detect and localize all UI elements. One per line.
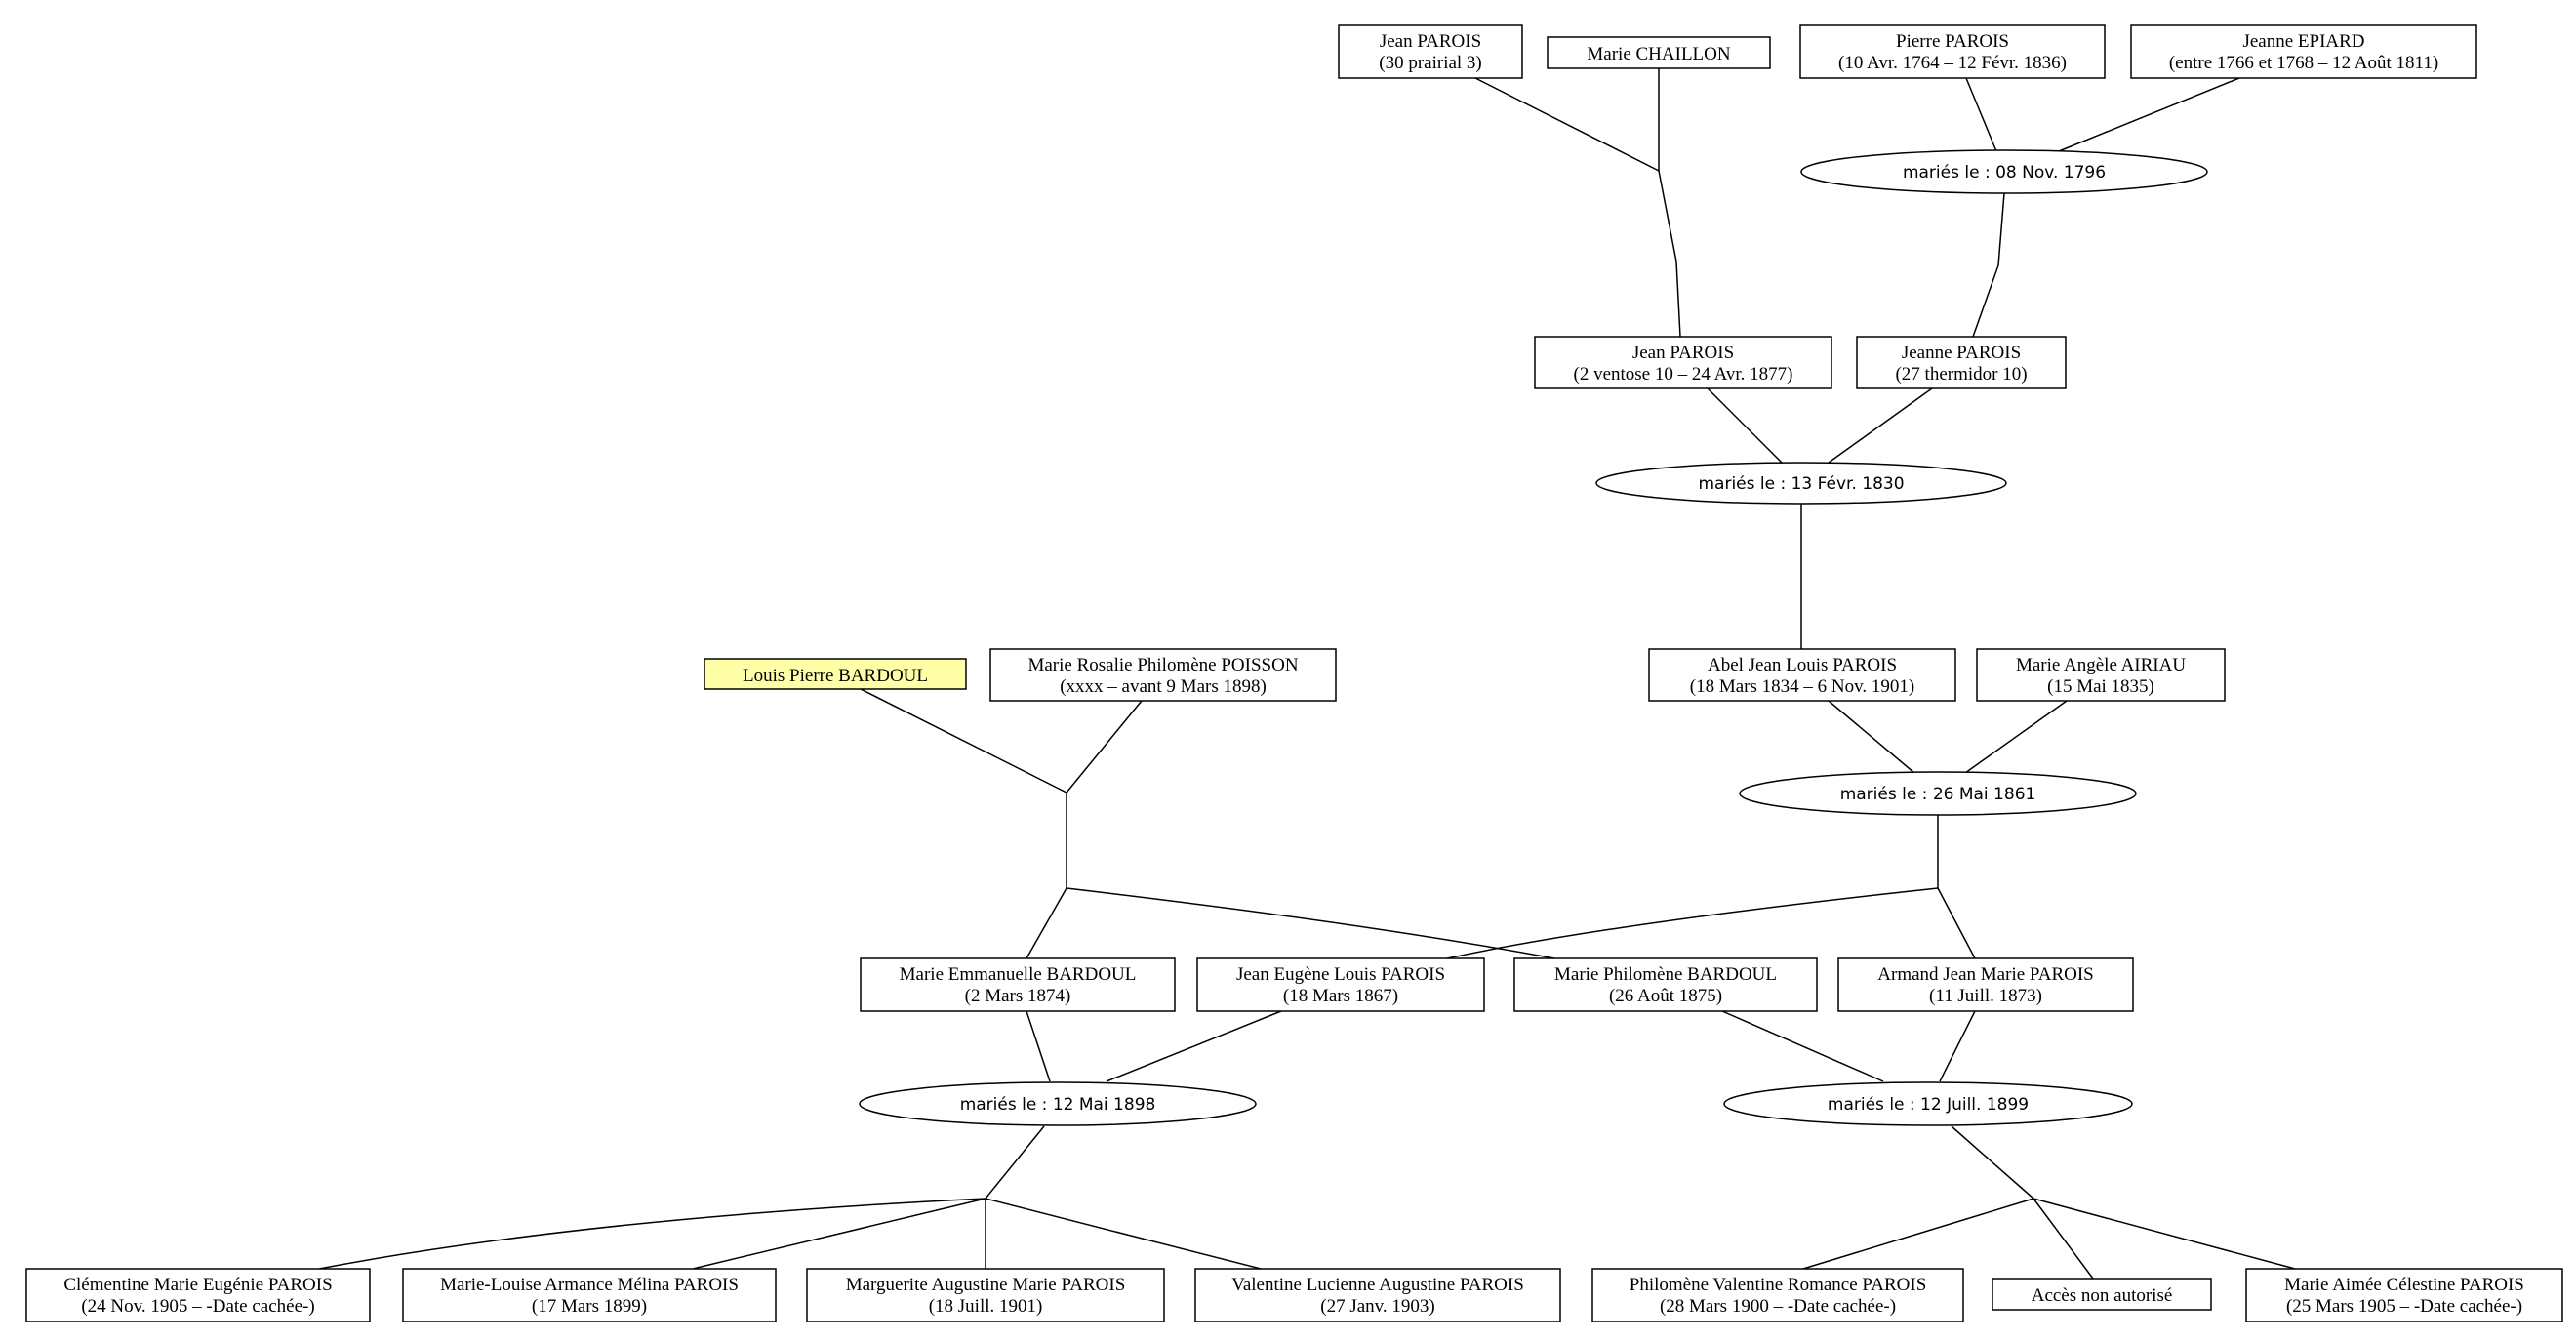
person-name: Jeanne PAROIS <box>1902 343 2021 363</box>
person-name: Marie Aimée Célestine PAROIS <box>2284 1275 2524 1295</box>
person-name: Armand Jean Marie PAROIS <box>1877 964 2093 985</box>
edge <box>985 1125 1045 1200</box>
marriage-node[interactable]: mariés le : 12 Juill. 1899 <box>1723 1081 2133 1126</box>
person-box[interactable]: Marie-Louise Armance Mélina PAROIS (17 M… <box>402 1268 777 1322</box>
person-name: Pierre PAROIS <box>1896 31 2009 52</box>
edge <box>1658 170 1681 338</box>
person-dates: (entre 1766 et 1768 – 12 Août 1811) <box>2169 53 2438 73</box>
person-box[interactable]: Jeanne PAROIS (27 thermidor 10) <box>1856 336 2067 389</box>
person-box[interactable]: Jean PAROIS (30 prairial 3) <box>1338 24 1523 79</box>
edge <box>2058 77 2240 152</box>
edge <box>1939 1010 1976 1082</box>
person-name: Accès non autorisé <box>2032 1285 2173 1306</box>
edge <box>692 1198 986 1270</box>
edge <box>1937 887 1976 959</box>
person-name: Marie Angèle AIRIAU <box>2016 655 2186 675</box>
person-dates: (26 Août 1875) <box>1609 986 1722 1006</box>
edge <box>860 688 1067 793</box>
person-box[interactable]: Philomène Valentine Romance PAROIS (28 M… <box>1591 1268 1964 1322</box>
person-name: Philomène Valentine Romance PAROIS <box>1630 1275 1927 1295</box>
marriage-label: mariés le : 08 Nov. 1796 <box>1903 163 2106 183</box>
marriage-label: mariés le : 12 Mai 1898 <box>960 1095 1156 1115</box>
person-name: Marie CHAILLON <box>1587 44 1730 64</box>
person-box[interactable]: Marie Rosalie Philomène POISSON (xxxx – … <box>989 648 1337 702</box>
edge <box>1106 1010 1282 1082</box>
tree-edges <box>318 68 2296 1280</box>
person-box[interactable]: Valentine Lucienne Augustine PAROIS (27 … <box>1194 1268 1561 1322</box>
person-name: Jeanne EPIARD <box>2242 31 2364 52</box>
edge <box>1446 887 1939 959</box>
person-dates: (10 Avr. 1764 – 12 Févr. 1836) <box>1838 53 2067 73</box>
person-dates: (17 Mars 1899) <box>532 1296 647 1317</box>
person-box[interactable]: Jeanne EPIARD (entre 1766 et 1768 – 12 A… <box>2130 24 2477 79</box>
person-dates: (15 Mai 1835) <box>2047 676 2154 697</box>
person-dates: (24 Nov. 1905 – -Date cachée-) <box>81 1296 314 1317</box>
person-name: Marguerite Augustine Marie PAROIS <box>846 1275 1126 1295</box>
person-box[interactable]: Jean PAROIS (2 ventose 10 – 24 Avr. 1877… <box>1534 336 1832 389</box>
person-name: Jean PAROIS <box>1632 343 1734 363</box>
edge <box>1965 77 1997 152</box>
edge <box>1066 887 1555 959</box>
edge <box>1828 387 1933 464</box>
person-dates: (25 Mars 1905 – -Date cachée-) <box>2286 1296 2522 1317</box>
person-dates: (18 Juill. 1901) <box>929 1296 1043 1317</box>
marriage-node[interactable]: mariés le : 12 Mai 1898 <box>859 1081 1257 1126</box>
person-box[interactable]: Armand Jean Marie PAROIS (11 Juill. 1873… <box>1837 957 2134 1012</box>
edge <box>318 1198 986 1270</box>
person-box[interactable]: Marie Philomène BARDOUL (26 Août 1875) <box>1513 957 1818 1012</box>
marriage-node[interactable]: mariés le : 26 Mai 1861 <box>1739 771 2137 816</box>
person-box[interactable]: Marguerite Augustine Marie PAROIS (18 Ju… <box>806 1268 1165 1322</box>
edge <box>1721 1010 1884 1082</box>
person-dates: (2 Mars 1874) <box>965 986 1071 1006</box>
person-dates: (18 Mars 1867) <box>1283 986 1398 1006</box>
marriage-label: mariés le : 13 Févr. 1830 <box>1698 474 1904 494</box>
person-dates: (27 thermidor 10) <box>1895 364 2027 385</box>
edge <box>1026 887 1067 959</box>
person-box[interactable]: Marie Aimée Célestine PAROIS (25 Mars 19… <box>2245 1268 2563 1322</box>
person-name: Marie Emmanuelle BARDOUL <box>900 964 1137 985</box>
edge <box>1474 77 1660 172</box>
person-box[interactable]: Marie Emmanuelle BARDOUL (2 Mars 1874) <box>860 957 1176 1012</box>
person-dates: (xxxx – avant 9 Mars 1898) <box>1060 676 1267 697</box>
marriage-node[interactable]: mariés le : 08 Nov. 1796 <box>1800 149 2208 194</box>
person-dates: (27 Janv. 1903) <box>1320 1296 1435 1317</box>
person-box[interactable]: Accès non autorisé <box>1992 1278 2212 1311</box>
person-name: Louis Pierre BARDOUL <box>743 666 928 686</box>
person-box[interactable]: Marie CHAILLON <box>1547 36 1771 69</box>
person-dates: (18 Mars 1834 – 6 Nov. 1901) <box>1690 676 1914 697</box>
person-box-highlighted[interactable]: Louis Pierre BARDOUL <box>704 658 967 690</box>
person-name: Marie Rosalie Philomène POISSON <box>1027 655 1298 675</box>
person-box[interactable]: Jean Eugène Louis PAROIS (18 Mars 1867) <box>1196 957 1485 1012</box>
edge <box>985 1198 1262 1270</box>
edge <box>1066 700 1143 793</box>
edge <box>1828 700 1915 774</box>
edge <box>1802 1198 2034 1270</box>
person-name: Jean Eugène Louis PAROIS <box>1236 964 1445 985</box>
edge <box>1707 387 1783 464</box>
edge <box>2033 1198 2094 1280</box>
edge <box>1972 192 2005 338</box>
person-name: Jean PAROIS <box>1380 31 1481 52</box>
edge <box>1964 700 2068 774</box>
person-name: Marie-Louise Armance Mélina PAROIS <box>440 1275 739 1295</box>
person-name: Abel Jean Louis PAROIS <box>1708 655 1897 675</box>
person-dates: (2 ventose 10 – 24 Avr. 1877) <box>1574 364 1793 385</box>
edge <box>2033 1198 2296 1270</box>
person-dates: (11 Juill. 1873) <box>1929 986 2042 1006</box>
person-dates: (30 prairial 3) <box>1379 53 1482 73</box>
person-name: Clémentine Marie Eugénie PAROIS <box>63 1275 332 1295</box>
person-box[interactable]: Marie Angèle AIRIAU (15 Mai 1835) <box>1976 648 2226 702</box>
marriage-label: mariés le : 12 Juill. 1899 <box>1828 1095 2029 1115</box>
person-name: Marie Philomène BARDOUL <box>1554 964 1777 985</box>
person-name: Valentine Lucienne Augustine PAROIS <box>1231 1275 1524 1295</box>
edge <box>1951 1125 2034 1200</box>
marriage-label: mariés le : 26 Mai 1861 <box>1840 785 2036 804</box>
person-box[interactable]: Clémentine Marie Eugénie PAROIS (24 Nov.… <box>25 1268 371 1322</box>
edge <box>1026 1010 1051 1082</box>
marriage-node[interactable]: mariés le : 13 Févr. 1830 <box>1595 462 2007 505</box>
person-box[interactable]: Pierre PAROIS (10 Avr. 1764 – 12 Févr. 1… <box>1799 24 2106 79</box>
person-dates: (28 Mars 1900 – -Date cachée-) <box>1660 1296 1896 1317</box>
person-box[interactable]: Abel Jean Louis PAROIS (18 Mars 1834 – 6… <box>1648 648 1956 702</box>
